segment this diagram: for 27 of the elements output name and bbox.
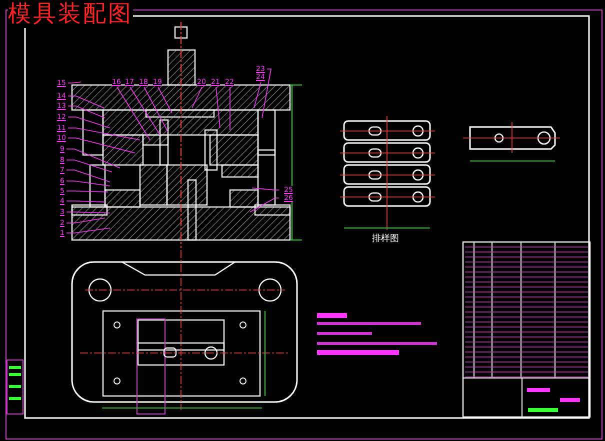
leader-line (130, 86, 160, 136)
leader-line (66, 190, 108, 192)
leader-line (66, 160, 112, 172)
leader-line (250, 198, 280, 212)
leader-line (66, 218, 106, 224)
leader-line (66, 228, 110, 234)
leader-line (192, 86, 202, 108)
leader-line (158, 86, 172, 114)
leader-line (252, 188, 280, 190)
leader-line (68, 116, 110, 128)
leader-line (116, 86, 150, 140)
leader-line (68, 138, 136, 154)
view-caption: 排样图 (372, 234, 399, 245)
leader-line (68, 106, 106, 118)
leader-line (66, 180, 110, 186)
leader-line (66, 148, 120, 168)
leader-line (216, 86, 220, 128)
leader-line (66, 170, 110, 182)
leader-line (144, 86, 168, 132)
leader-line (254, 82, 262, 108)
leader-line (262, 68, 272, 118)
leader-line (68, 96, 104, 108)
leader-line (66, 200, 106, 202)
leader-line (66, 212, 110, 214)
leader-line (68, 82, 82, 84)
leader-line (68, 128, 140, 140)
drawing-title: 模具装配图 (8, 0, 133, 28)
